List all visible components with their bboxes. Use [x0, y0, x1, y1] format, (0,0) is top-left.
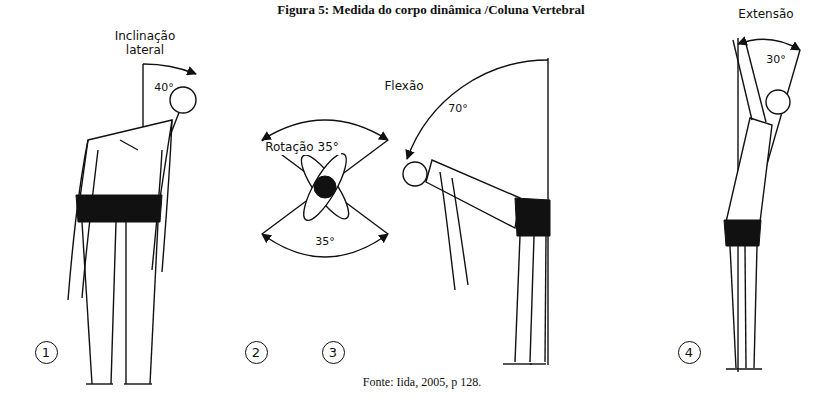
- figure-stroke: [440, 172, 455, 290]
- figure-stroke: [530, 363, 546, 364]
- figure-stroke: [530, 236, 534, 362]
- lateral-inclination-figure: [68, 64, 196, 384]
- figure-stroke: [170, 87, 196, 113]
- figure-stroke: [125, 222, 126, 384]
- figure-stroke: [452, 178, 468, 285]
- motion-name: Inclinação lateral: [107, 30, 183, 58]
- figure-stroke: [86, 383, 113, 384]
- figure-stroke: [120, 140, 138, 150]
- figure-stroke: [745, 40, 766, 122]
- figure-stroke: [314, 176, 336, 198]
- figure-stroke: [503, 363, 532, 364]
- figure-stroke: [545, 236, 546, 362]
- figure-stroke: [294, 150, 356, 225]
- figure-stroke: [262, 234, 388, 257]
- flexion-figure: [403, 58, 550, 365]
- figure-stroke: [724, 220, 761, 246]
- figure-stroke: [730, 246, 736, 368]
- figure-stroke: [76, 195, 162, 222]
- figure-stroke: [426, 160, 520, 228]
- rotation-top-view: [262, 120, 388, 257]
- figure-stroke: [262, 140, 388, 234]
- figure-stroke: [515, 198, 550, 236]
- figure-stroke: [403, 162, 427, 186]
- figure-source: Fonte: Iida, 2005, p 128.: [363, 376, 481, 390]
- figure-stroke: [82, 150, 98, 298]
- figure-stroke: [262, 140, 388, 234]
- callout-number: 3: [322, 341, 345, 364]
- angle-value: 40°: [154, 82, 174, 95]
- callout-number: 1: [35, 341, 58, 364]
- figure-stroke: [754, 246, 757, 368]
- figure-title: Figura 5: Medida do corpo dinâmica /Colu…: [277, 3, 584, 18]
- figure-stroke: [296, 149, 353, 226]
- figure-stroke: [111, 222, 116, 384]
- figure-stroke: [726, 118, 772, 222]
- motion-name: Flexão: [384, 80, 423, 94]
- angle-value: 70°: [448, 103, 468, 116]
- callout-number: 2: [245, 341, 268, 364]
- figure-stroke: [407, 60, 548, 159]
- motion-name: Extensão: [738, 8, 793, 22]
- extension-figure: [724, 38, 800, 372]
- figure-stroke: [162, 120, 172, 272]
- figure-stroke: [745, 246, 746, 368]
- figure-stroke: [150, 222, 158, 384]
- figure-stroke: [124, 383, 152, 384]
- figure-stroke: [766, 90, 790, 114]
- figure-stroke: [143, 64, 196, 74]
- angle-value: 35°: [315, 236, 335, 249]
- figure-stroke: [515, 236, 520, 362]
- motion-name: Rotação 35°: [263, 141, 341, 155]
- figure-stroke: [733, 40, 752, 120]
- figure-stroke: [262, 120, 388, 140]
- angle-value: 30°: [766, 54, 786, 67]
- callout-number: 4: [678, 341, 701, 364]
- figure-stroke: [726, 368, 762, 369]
- figure-stroke: [82, 222, 92, 384]
